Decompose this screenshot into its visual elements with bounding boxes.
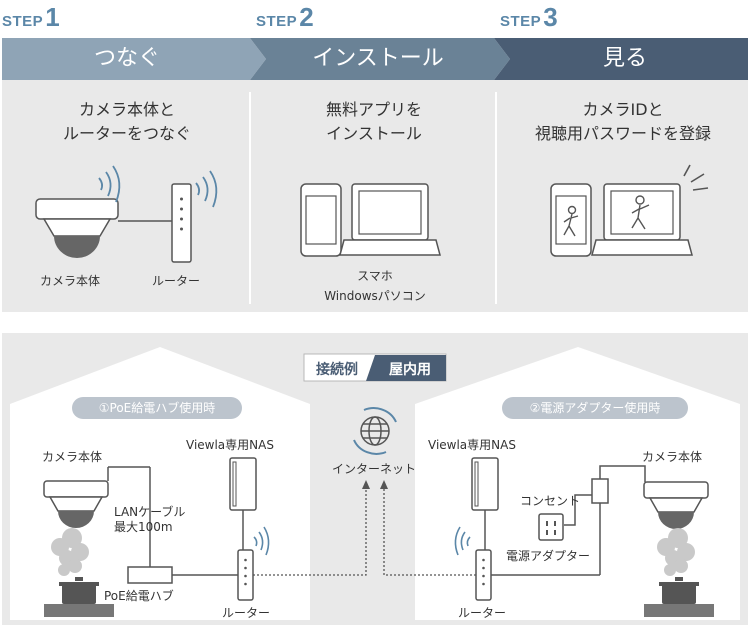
outlet-icon <box>538 513 564 541</box>
smoke-icon <box>51 528 89 576</box>
power-adapter-icon <box>591 478 609 504</box>
step-2-banner <box>250 38 510 80</box>
left-nas-label: Viewla専用NAS <box>186 438 274 452</box>
arrow-up-icon <box>362 480 370 489</box>
left-camera-label: カメラ本体 <box>42 450 103 464</box>
adapter-usage-pill: ②電源アダプター使用時 <box>502 397 688 419</box>
laptop-icon <box>591 183 693 256</box>
panel-2-device-label: スマホ Windowsパソコン <box>324 269 426 303</box>
dome-camera-icon <box>643 481 709 529</box>
step-1-banner <box>2 38 266 80</box>
panel-3-title: カメラIDと 視聴用パスワードを登録 <box>534 100 711 143</box>
nas-icon <box>471 457 499 511</box>
outlet-label: コンセント <box>520 494 581 508</box>
wifi-icon <box>253 526 270 556</box>
smoke-icon <box>657 528 695 576</box>
wifi-icon <box>195 170 218 208</box>
left-router-label: ルーター <box>222 606 271 620</box>
example-tag-dark <box>366 355 446 381</box>
smartphone-icon <box>300 183 342 257</box>
left-internet-link <box>253 487 367 576</box>
right-internet-link <box>383 487 476 576</box>
router-icon <box>475 549 492 601</box>
cooking-pot-icon <box>644 577 714 617</box>
right-router-label: ルーター <box>458 606 507 620</box>
indoor-tag-label: 屋内用 <box>389 362 431 378</box>
poe-hub-icon <box>127 566 173 584</box>
step-1-title: つなぐ <box>93 46 160 71</box>
wifi-icon <box>98 165 121 203</box>
step-3-title: 見る <box>602 46 647 71</box>
poe-hub-label: PoE給電ハブ <box>104 589 174 603</box>
right-nas-label: Viewla専用NAS <box>428 438 516 452</box>
adapter-label: 電源アダプター <box>506 549 591 563</box>
globe-icon <box>353 407 397 455</box>
internet-label: インターネット <box>332 462 417 476</box>
alert-lines-icon <box>683 164 709 191</box>
person-icon <box>631 195 650 230</box>
lan-cable-label: LANケーブル 最大100m <box>114 505 186 534</box>
adapter-outlet-cable <box>564 494 592 526</box>
panel-1-router-label: ルーター <box>152 274 201 288</box>
wifi-icon <box>454 526 471 556</box>
router-icon <box>171 183 192 263</box>
right-camera-label: カメラ本体 <box>642 450 703 464</box>
step-1-label: STEP1 <box>2 2 60 32</box>
example-tag-label: 接続例 <box>316 362 358 378</box>
step-3-banner <box>494 38 748 80</box>
step-2-label: STEP2 <box>256 2 314 32</box>
panel-1-camera-label: カメラ本体 <box>40 274 101 288</box>
panel-2-title: 無料アプリを インストール <box>325 100 422 143</box>
step-3-label: STEP3 <box>500 2 558 32</box>
step-2-title: インストール <box>312 46 444 71</box>
laptop-icon <box>339 183 441 256</box>
person-icon <box>563 205 579 237</box>
arrow-up-icon <box>380 480 388 489</box>
cooking-pot-icon <box>44 577 114 617</box>
poe-usage-pill: ①PoE給電ハブ使用時 <box>72 397 242 419</box>
adapter-camera-cable <box>599 465 646 482</box>
dome-camera-icon <box>35 198 119 258</box>
nas-icon <box>229 457 257 511</box>
router-icon <box>237 549 254 601</box>
panel-1-title: カメラ本体と ルーターをつなぐ <box>62 100 191 143</box>
dome-camera-icon <box>43 480 109 528</box>
